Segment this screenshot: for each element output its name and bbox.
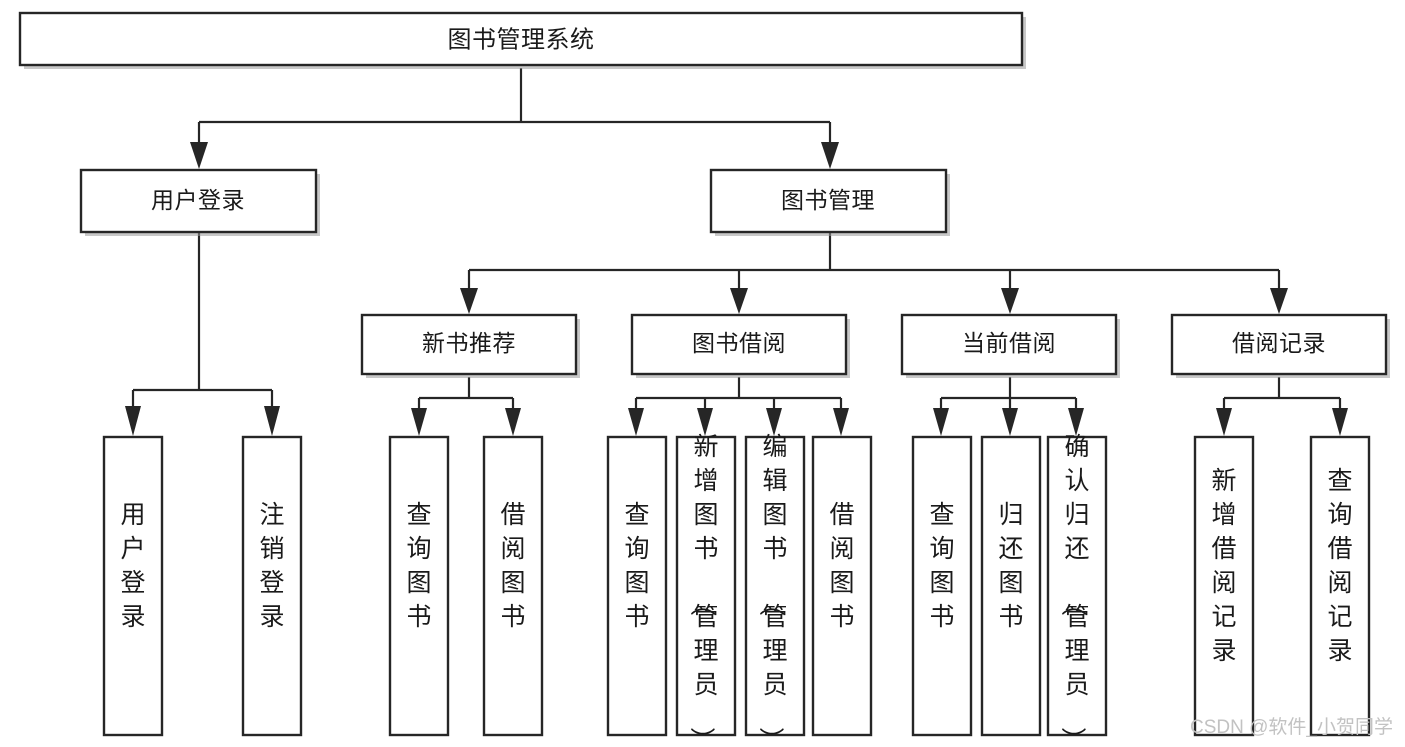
leaf-book-borrow-2-box[interactable] [675, 435, 737, 737]
leaf-borrow-record-2[interactable]: 查询借阅记录 [1309, 435, 1371, 737]
node-user-login-label: 用户登录 [151, 187, 245, 213]
arrow-leaf-logout [264, 406, 280, 436]
leaf-new-book-1-box[interactable] [388, 435, 450, 737]
arrow-leaf-currentborrow-1 [933, 408, 949, 436]
leaf-user-login-1[interactable]: 用户登录 [102, 435, 164, 737]
arrow-to-user-login [190, 142, 208, 169]
arrow-to-current-borrow [1001, 288, 1019, 314]
leaf-book-borrow-3-label: 编辑图书（管理员） [756, 433, 787, 747]
leaf-user-login-1-label: 用户登录 [120, 501, 145, 631]
node-borrow-record-box[interactable] [1170, 313, 1388, 376]
node-new-book-recommend-box[interactable] [360, 313, 578, 376]
arrow-leaf-borrowrecord-2 [1332, 408, 1348, 436]
arrow-leaf-bookborrow-4 [833, 408, 849, 436]
leaf-book-borrow-4-label: 借阅图书 [829, 501, 854, 631]
leaf-book-borrow-2[interactable]: 新增图书（管理员） [675, 433, 737, 747]
leaf-new-book-1[interactable]: 查询图书 [388, 435, 450, 737]
node-current-borrow[interactable]: 当前借阅 [900, 313, 1120, 378]
leaf-current-borrow-3-label: 确认归还（管理员） [1058, 433, 1089, 747]
arrow-leaf-currentborrow-3 [1068, 408, 1084, 436]
leaf-user-login-1-box[interactable] [102, 435, 164, 737]
leaf-book-borrow-3[interactable]: 编辑图书（管理员） [744, 433, 806, 747]
node-root-label: 图书管理系统 [448, 26, 595, 53]
leaf-book-borrow-1-label: 查询图书 [624, 501, 649, 631]
arrow-to-new-book [460, 288, 478, 314]
leaf-new-book-2[interactable]: 借阅图书 [482, 435, 544, 737]
leaf-current-borrow-1-box[interactable] [911, 435, 973, 737]
node-book-borrow[interactable]: 图书借阅 [630, 313, 850, 378]
node-user-login-box[interactable] [79, 168, 318, 234]
arrow-leaf-newbook-1 [411, 408, 427, 436]
leaf-current-borrow-2-box[interactable] [980, 435, 1042, 737]
node-borrow-record-label: 借阅记录 [1232, 330, 1326, 356]
leaf-borrow-record-2-box[interactable] [1309, 435, 1371, 737]
leaf-book-borrow-1-box[interactable] [606, 435, 668, 737]
arrow-leaf-bookborrow-1 [628, 408, 644, 436]
csdn-watermark: CSDN @软件_小贺同学 [1190, 716, 1393, 738]
node-borrow-record[interactable]: 借阅记录 [1170, 313, 1390, 378]
arrow-leaf-newbook-2 [505, 408, 521, 436]
arrow-to-book-borrow [730, 288, 748, 314]
node-book-manage-label: 图书管理 [781, 187, 875, 213]
arrow-leaf-user-login [125, 406, 141, 436]
leaf-user-login-2[interactable]: 注销登录 [241, 435, 303, 737]
arrow-leaf-bookborrow-3 [766, 408, 782, 436]
connector-layer [125, 68, 1348, 436]
arrow-leaf-currentborrow-2 [1002, 408, 1018, 436]
node-new-book-recommend[interactable]: 新书推荐 [360, 313, 580, 378]
leaf-user-login-2-box[interactable] [241, 435, 303, 737]
leaf-book-borrow-4[interactable]: 借阅图书 [811, 435, 873, 737]
leaf-current-borrow-2-label: 归还图书 [998, 501, 1023, 631]
leaf-book-borrow-4-box[interactable] [811, 435, 873, 737]
node-new-book-recommend-label: 新书推荐 [422, 330, 516, 356]
arrow-leaf-bookborrow-2 [697, 408, 713, 436]
node-root[interactable]: 图书管理系统 [18, 11, 1026, 69]
leaf-borrow-record-1-box[interactable] [1193, 435, 1255, 737]
leaf-book-borrow-3-box[interactable] [744, 435, 806, 737]
leaf-current-borrow-3[interactable]: 确认归还（管理员） [1046, 433, 1108, 747]
node-user-login[interactable]: 用户登录 [79, 168, 320, 236]
node-book-manage[interactable]: 图书管理 [709, 168, 950, 236]
arrow-leaf-borrowrecord-1 [1216, 408, 1232, 436]
node-current-borrow-box[interactable] [900, 313, 1118, 376]
node-root-box[interactable] [18, 11, 1024, 67]
leaf-user-login-2-label: 注销登录 [259, 501, 284, 631]
leaf-new-book-1-label: 查询图书 [406, 501, 431, 631]
leaf-new-book-2-label: 借阅图书 [500, 501, 525, 631]
leaf-borrow-record-1-label: 新增借阅记录 [1211, 467, 1236, 665]
arrow-to-borrow-record [1270, 288, 1288, 314]
leaf-book-borrow-2-label: 新增图书（管理员） [687, 433, 718, 747]
node-current-borrow-label: 当前借阅 [962, 330, 1056, 356]
leaf-current-borrow-1-label: 查询图书 [929, 501, 954, 631]
leaf-book-borrow-1[interactable]: 查询图书 [606, 435, 668, 737]
arrow-to-book-manage [821, 142, 839, 169]
leaf-borrow-record-1[interactable]: 新增借阅记录 [1193, 435, 1255, 737]
leaf-borrow-record-2-label: 查询借阅记录 [1327, 467, 1352, 665]
leaf-current-borrow-1[interactable]: 查询图书 [911, 435, 973, 737]
node-book-manage-box[interactable] [709, 168, 948, 234]
leaf-current-borrow-2[interactable]: 归还图书 [980, 435, 1042, 737]
node-book-borrow-box[interactable] [630, 313, 848, 376]
leaf-new-book-2-box[interactable] [482, 435, 544, 737]
node-book-borrow-label: 图书借阅 [692, 330, 786, 356]
leaf-current-borrow-3-box[interactable] [1046, 435, 1108, 737]
